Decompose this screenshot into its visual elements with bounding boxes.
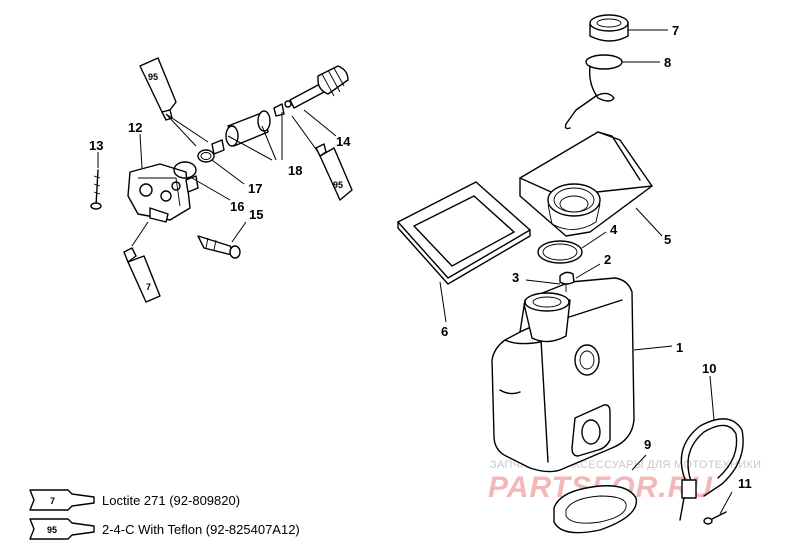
callout-12: 12 <box>128 120 142 135</box>
callout-16: 16 <box>230 199 244 214</box>
legend-tube-7-label: 7 <box>50 496 55 506</box>
legend: 7 Loctite 271 (92-809820) 95 2-4-C With … <box>29 489 300 540</box>
tube-7-label: 7 <box>146 282 151 292</box>
callout-17: 17 <box>248 181 262 196</box>
mounting-strap <box>679 418 744 521</box>
fitting-15 <box>197 235 241 259</box>
tube-95-right-label: 95 <box>333 180 343 190</box>
callout-7: 7 <box>672 23 679 38</box>
legend-text-loctite: Loctite 271 (92-809820) <box>102 493 240 508</box>
top-cap <box>589 14 629 42</box>
tube-7: 7 <box>123 247 161 303</box>
callout-13: 13 <box>89 138 103 153</box>
callout-14: 14 <box>336 134 351 149</box>
o-ring-17 <box>197 149 215 163</box>
tube-95-top: 95 <box>139 57 177 121</box>
grommet <box>553 485 638 534</box>
o-ring-16 <box>173 161 197 179</box>
callout-3: 3 <box>512 270 519 285</box>
gasket <box>397 181 531 285</box>
oil-reservoir <box>491 277 635 473</box>
small-cap <box>559 271 575 292</box>
callout-1: 1 <box>676 340 683 355</box>
o-ring-4 <box>537 240 583 264</box>
callout-8: 8 <box>664 55 671 70</box>
callouts: 7 8 5 4 2 3 6 1 9 10 11 12 13 14 15 16 1… <box>89 23 752 491</box>
cap-seal-tether <box>564 54 623 130</box>
screw-11 <box>703 511 727 525</box>
callout-18: 18 <box>288 163 302 178</box>
gear-shaft <box>284 65 349 109</box>
callout-4: 4 <box>610 222 618 237</box>
leader-lines <box>97 29 733 515</box>
legend-text-grease: 2-4-C With Teflon (92-825407A12) <box>102 522 300 537</box>
oil-pump <box>127 163 199 223</box>
screw-13 <box>90 169 102 210</box>
callout-6: 6 <box>441 324 448 339</box>
callout-15: 15 <box>249 207 263 222</box>
legend-tube-95-label: 95 <box>47 525 57 535</box>
callout-11: 11 <box>738 476 752 491</box>
tube-95-right: 95 <box>315 143 353 201</box>
callout-2: 2 <box>604 252 611 267</box>
callout-9: 9 <box>644 437 651 452</box>
filler-housing <box>519 131 653 237</box>
tube-95-top-label: 95 <box>148 72 158 82</box>
callout-5: 5 <box>664 232 671 247</box>
legend-row-loctite: 7 Loctite 271 (92-809820) <box>29 489 240 511</box>
legend-row-grease: 95 2-4-C With Teflon (92-825407A12) <box>29 518 300 540</box>
callout-10: 10 <box>702 361 716 376</box>
bushing-set <box>211 103 285 155</box>
